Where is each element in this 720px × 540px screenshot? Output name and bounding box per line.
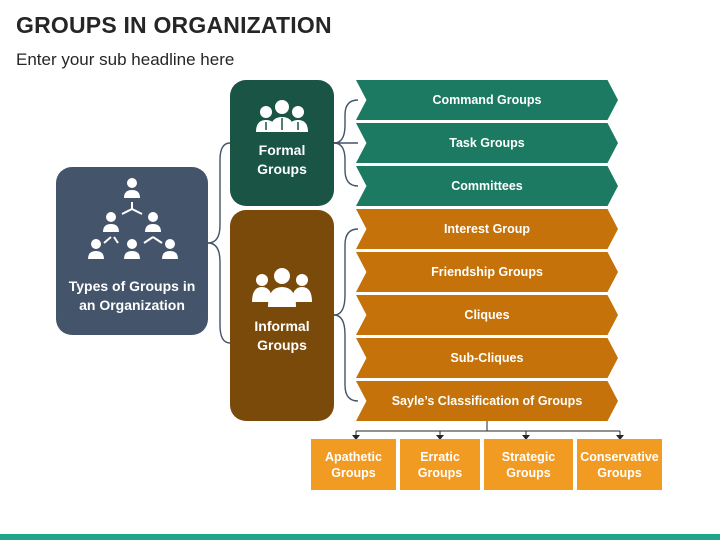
informal-item-sub-cliques: Sub-Cliques bbox=[356, 338, 618, 378]
connector-formal-item-1 bbox=[333, 99, 359, 144]
connector-informal-bottom bbox=[333, 314, 359, 402]
formal-item-task-groups: Task Groups bbox=[356, 123, 618, 163]
informal-item-friendship-groups: Friendship Groups bbox=[356, 252, 618, 292]
root-label-line2: an Organization bbox=[79, 297, 185, 313]
informal-item-interest-group: Interest Group bbox=[356, 209, 618, 249]
connector-formal-item-3 bbox=[333, 142, 359, 187]
sayle-item-erratic-line2: Groups bbox=[417, 465, 463, 480]
connector-root-informal bbox=[207, 242, 231, 344]
root-box: Types of Groups in an Organization bbox=[56, 167, 208, 335]
informal-item-cliques: Cliques bbox=[356, 295, 618, 335]
informal-item-sayles-classification: Sayle’s Classification of Groups bbox=[356, 381, 618, 421]
formal-item-committees: Committees bbox=[356, 166, 618, 206]
org-hierarchy-icon bbox=[88, 178, 178, 259]
footer-bar bbox=[0, 534, 720, 540]
informal-label-line1: Informal bbox=[254, 318, 310, 334]
sayle-item-conservative-line1: Conservative bbox=[580, 449, 659, 464]
sayle-item-apathetic-line1: Apathetic bbox=[325, 449, 382, 464]
sayle-item-conservative-line2: Groups bbox=[597, 465, 642, 480]
sayle-item-strategic-line2: Groups bbox=[506, 465, 551, 480]
sayle-item-apathetic-line2: Groups bbox=[331, 465, 376, 480]
sayle-item-conservative: Conservative Groups bbox=[577, 439, 662, 490]
sayle-item-strategic-line1: Strategic bbox=[501, 449, 556, 464]
sayle-item-apathetic: Apathetic Groups bbox=[311, 439, 396, 490]
sayle-item-strategic: Strategic Groups bbox=[484, 439, 573, 490]
connector-informal-top bbox=[333, 228, 359, 316]
page-title: GROUPS IN ORGANIZATION bbox=[16, 12, 332, 38]
formal-groups-box: Formal Groups bbox=[230, 80, 334, 206]
root-label-line1: Types of Groups in bbox=[68, 278, 196, 294]
sayle-item-erratic-line1: Erratic bbox=[420, 449, 460, 464]
page-subtitle: Enter your sub headline here bbox=[16, 50, 235, 69]
formal-label-line2: Groups bbox=[257, 161, 307, 177]
formal-item-command-groups: Command Groups bbox=[356, 80, 618, 120]
people-group-icon bbox=[252, 268, 312, 307]
informal-label-line2: Groups bbox=[257, 337, 307, 353]
sayle-item-erratic: Erratic Groups bbox=[400, 439, 480, 490]
connector-root-formal bbox=[207, 142, 231, 244]
informal-groups-box: Informal Groups bbox=[230, 210, 334, 421]
business-team-icon bbox=[256, 100, 308, 132]
formal-label-line1: Formal bbox=[258, 142, 306, 158]
